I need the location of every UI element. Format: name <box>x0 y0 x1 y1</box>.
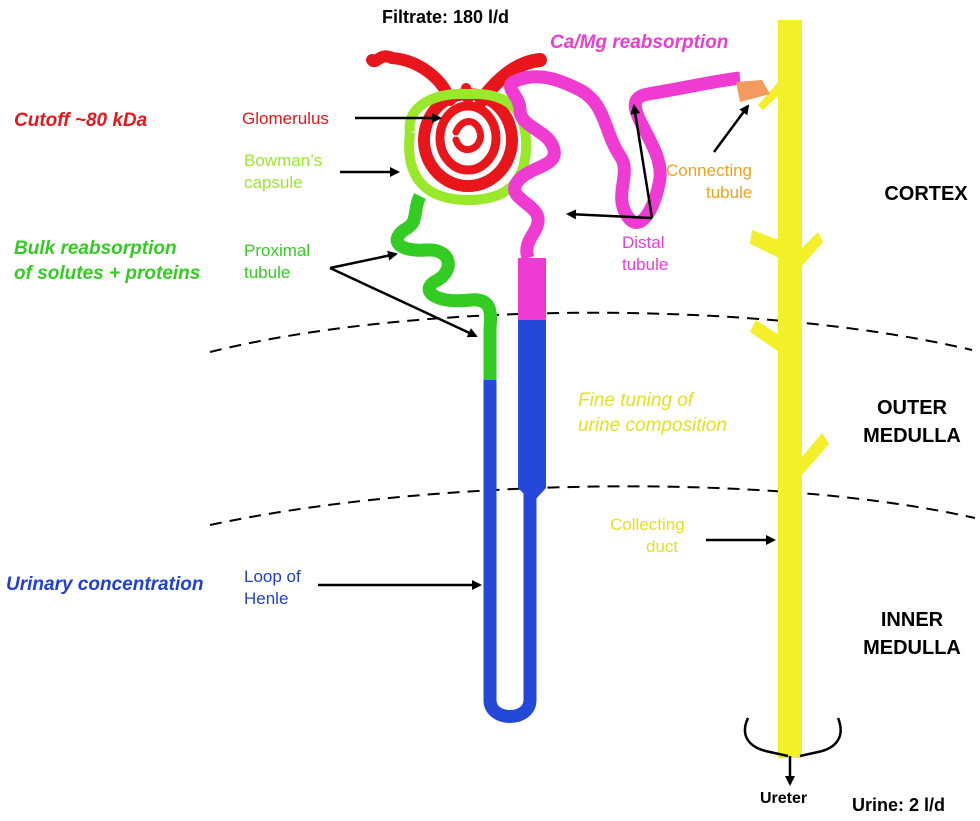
distal-tubule-label: Distal tubule <box>622 232 668 276</box>
connecting-tubule-shape <box>736 80 770 102</box>
pointer-arrows <box>318 104 776 590</box>
bowman-label: Bowman’s capsule <box>244 150 322 194</box>
bulk-label-line2: of solutes + proteins <box>14 263 201 284</box>
zone-outer-line1: OUTER <box>877 397 947 419</box>
calyx-right <box>799 717 842 758</box>
distal-tubule-shape <box>504 70 741 261</box>
bowman-label-line2: capsule <box>244 173 303 192</box>
filtrate-label: Filtrate: 180 l/d <box>382 7 510 27</box>
arrow-proximal-lower <box>329 266 478 338</box>
ureter-label: Ureter <box>760 790 808 807</box>
arrow-connecting <box>712 104 750 153</box>
distal-straight-segment <box>518 258 546 320</box>
bowman-capsule-shape <box>404 88 532 206</box>
loop-label-line1: Loop of <box>244 567 301 586</box>
connecting-label-line2: tubule <box>706 183 753 202</box>
cortex-medulla-boundary <box>209 311 973 353</box>
thick-ascending-limb <box>518 318 546 488</box>
distal-label-line2: tubule <box>622 255 669 274</box>
urine-label: Urine: 2 l/d <box>852 795 946 815</box>
fine-label-line2: urine composition <box>578 415 727 436</box>
ca-mg-label: Ca/Mg reabsorption <box>550 32 729 53</box>
arrow-distal-upper <box>630 104 654 219</box>
proximal-label-line1: Proximal <box>244 241 311 260</box>
connecting-label-line1: Connecting <box>666 161 753 180</box>
cutoff-label: Cutoff ~80 kDa <box>14 110 148 131</box>
calyx-left <box>743 717 789 758</box>
loop-of-henle-label: Loop of Henle <box>244 566 301 610</box>
zone-outer-line2: MEDULLA <box>863 425 961 447</box>
bulk-label-line1: Bulk reabsorption <box>14 238 177 259</box>
collecting-duct-shape <box>750 20 829 758</box>
glomerulus-label: Glomerulus <box>242 109 329 128</box>
collecting-duct-label: Collecting duct <box>610 514 685 558</box>
loop-of-henle-shape <box>483 380 537 723</box>
loop-label-line2: Henle <box>244 589 289 608</box>
zone-inner-line1: INNER <box>880 609 944 631</box>
zone-inner-medulla: INNER MEDULLA <box>850 606 974 662</box>
connecting-tubule-label: Connecting tubule <box>666 160 752 204</box>
arrow-distal-lower <box>566 209 653 220</box>
collecting-label-line2: duct <box>646 537 679 556</box>
arrow-proximal-upper <box>329 250 398 270</box>
bowman-label-line1: Bowman’s <box>244 151 323 170</box>
bulk-reabsorption-label: Bulk reabsorption of solutes + proteins <box>14 236 200 286</box>
outer-inner-medulla-boundary <box>209 485 976 526</box>
fine-label-line1: Fine tuning of <box>578 390 694 411</box>
proximal-label-line2: tubule <box>244 263 291 282</box>
zone-outer-medulla: OUTER MEDULLA <box>850 394 974 450</box>
zone-cortex: CORTEX <box>884 183 968 205</box>
urinary-concentration-label: Urinary concentration <box>6 574 204 595</box>
fine-tuning-label: Fine tuning of urine composition <box>578 388 727 438</box>
zone-inner-line2: MEDULLA <box>863 637 961 659</box>
distal-label-line1: Distal <box>622 233 665 252</box>
proximal-tubule-label: Proximal tubule <box>244 240 310 284</box>
proximal-tubule-shape <box>390 193 498 382</box>
collecting-label-line1: Collecting <box>610 515 685 534</box>
